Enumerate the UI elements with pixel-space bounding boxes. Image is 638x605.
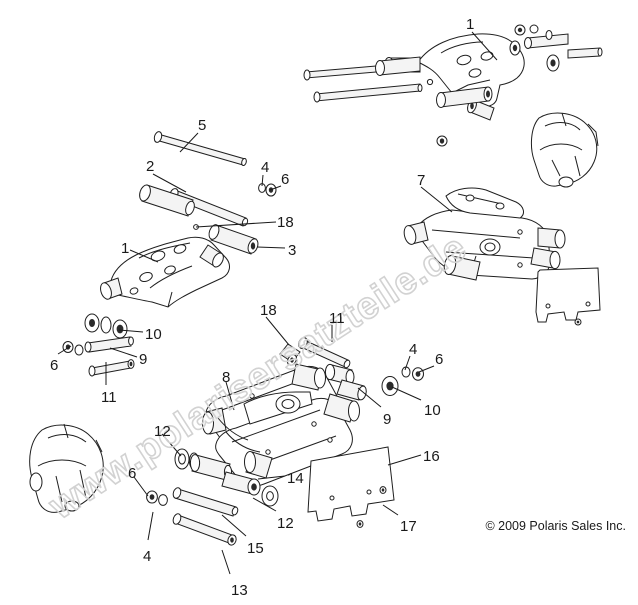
- callout-number-6: 6: [50, 357, 59, 374]
- callout-number-18: 18: [260, 302, 277, 319]
- leader-line-18: [265, 316, 290, 346]
- leader-line-2: [152, 173, 187, 193]
- right-side-guard: [535, 267, 601, 326]
- rear-mud-guard: [307, 446, 395, 528]
- callout-number-9: 9: [139, 351, 148, 368]
- callout-number-9: 9: [383, 411, 392, 428]
- callout-number-2: 2: [146, 158, 155, 175]
- leader-line-13: [221, 549, 231, 575]
- callout-number-11: 11: [329, 310, 345, 327]
- callout-number-12: 12: [154, 423, 171, 440]
- top-fasteners: [303, 24, 603, 147]
- callout-number-7: 7: [417, 172, 426, 189]
- left-upper-fasteners: [139, 131, 277, 255]
- leader-line-6: [133, 476, 149, 497]
- callout-number-14: 14: [287, 470, 304, 487]
- leader-line-7: [420, 186, 453, 213]
- callout-number-12: 12: [277, 515, 294, 532]
- leader-line-18: [195, 221, 277, 228]
- leader-line-3: [256, 246, 286, 249]
- leader-line-12: [252, 497, 277, 512]
- leader-line-9: [357, 387, 382, 408]
- callout-number-6: 6: [281, 171, 290, 188]
- leader-line-9: [109, 347, 138, 358]
- callout-number-4: 4: [409, 341, 418, 358]
- callout-number-10: 10: [424, 402, 441, 419]
- leader-line-15: [221, 514, 247, 537]
- left-front-knuckle: [29, 423, 104, 513]
- leader-line-16: [387, 454, 422, 466]
- callout-number-17: 17: [400, 518, 417, 535]
- leader-line-1: [129, 249, 159, 263]
- leader-line-12: [161, 433, 182, 457]
- bottom-left-cluster: [146, 448, 279, 546]
- leader-line-6: [269, 185, 282, 191]
- leader-line-10: [391, 386, 422, 401]
- copyright-notice: © 2009 Polaris Sales Inc.: [485, 519, 626, 533]
- leader-line-5: [179, 132, 199, 153]
- lower-rear-a-arm: [202, 363, 360, 487]
- callout-number-4: 4: [143, 548, 152, 565]
- leader-line-6: [57, 345, 72, 355]
- leader-line-10: [118, 329, 144, 333]
- callout-number-5: 5: [198, 117, 207, 134]
- callout-number-6: 6: [128, 465, 137, 482]
- callout-number-3: 3: [288, 242, 297, 259]
- callout-number-1: 1: [466, 16, 475, 33]
- callout-number-11: 11: [101, 389, 117, 406]
- leader-line-4: [404, 355, 411, 371]
- leader-line-4: [147, 511, 154, 541]
- callout-number-18: 18: [277, 214, 294, 231]
- callout-number-15: 15: [247, 540, 264, 557]
- callout-number-10: 10: [145, 326, 162, 343]
- right-front-knuckle: [530, 112, 599, 188]
- leader-line-17: [382, 504, 399, 516]
- callout-number-13: 13: [231, 582, 248, 599]
- leader-line-1: [471, 31, 498, 61]
- leader-line-14: [257, 475, 286, 480]
- leader-line-4: [261, 174, 264, 187]
- callout-number-1: 1: [121, 240, 130, 257]
- leader-line-8: [225, 381, 235, 411]
- callout-number-16: 16: [423, 448, 440, 465]
- right-rear-a-arm: [403, 187, 566, 281]
- callout-number-4: 4: [261, 159, 270, 176]
- callout-number-6: 6: [435, 351, 444, 368]
- left-bushing-cluster: [62, 313, 135, 377]
- callout-number-8: 8: [222, 369, 231, 386]
- leader-line-6: [418, 365, 435, 373]
- callout-leader-lines: [57, 31, 498, 575]
